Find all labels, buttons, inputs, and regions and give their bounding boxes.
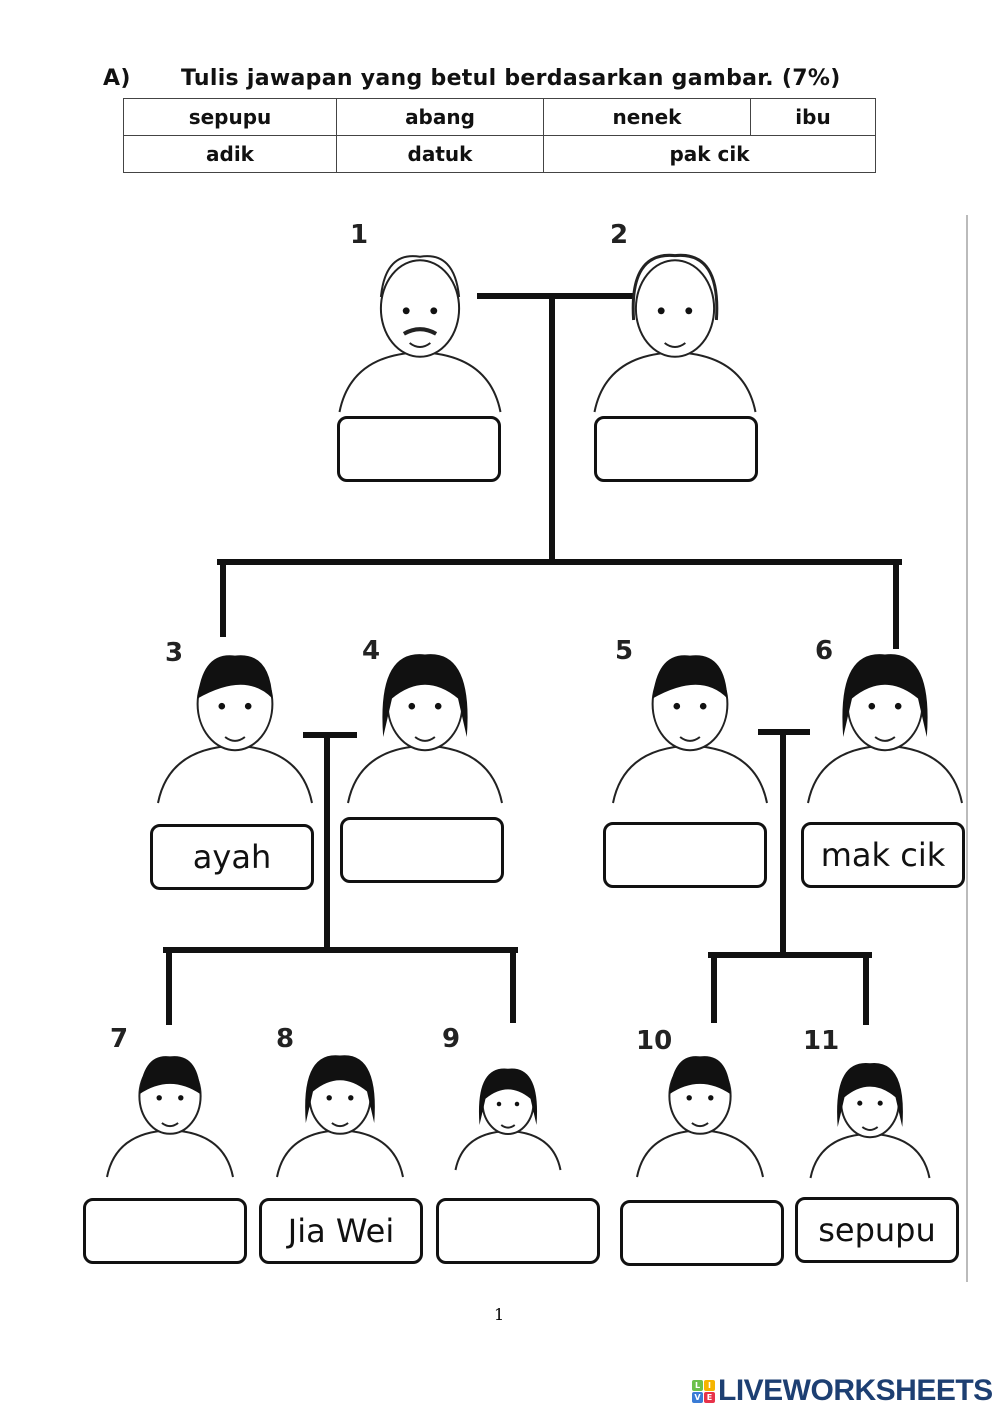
member-number: 6 bbox=[815, 636, 834, 666]
person-hair bbox=[382, 654, 468, 737]
person-shoulders bbox=[612, 744, 768, 804]
word-bank-cell: datuk bbox=[336, 135, 544, 173]
answer-box-9[interactable] bbox=[436, 1198, 600, 1264]
person-eye bbox=[408, 702, 416, 710]
person-eye bbox=[348, 1095, 354, 1101]
person-eye bbox=[434, 702, 442, 710]
word-bank-cell: adik bbox=[123, 135, 337, 173]
logo-tile: I bbox=[704, 1379, 715, 1391]
person-hair bbox=[837, 1063, 903, 1127]
answer-box-1[interactable] bbox=[337, 416, 501, 482]
logo-tiles-icon: L I V E bbox=[692, 1379, 715, 1403]
member-number: 4 bbox=[362, 636, 381, 666]
member-number: 11 bbox=[803, 1026, 840, 1056]
answer-box-8[interactable]: Jia Wei bbox=[259, 1198, 423, 1264]
member-number: 2 bbox=[610, 220, 629, 250]
person-mouth bbox=[664, 342, 686, 349]
member-number: 10 bbox=[636, 1026, 673, 1056]
answer-box-11[interactable]: sepupu bbox=[795, 1197, 959, 1263]
person-mouth bbox=[679, 736, 701, 742]
person-eye bbox=[430, 307, 438, 315]
person-eye bbox=[673, 702, 681, 710]
word-bank-cell: abang bbox=[336, 98, 544, 136]
person-mouth bbox=[414, 736, 436, 742]
person-eye bbox=[514, 1101, 520, 1107]
person-eye bbox=[699, 702, 707, 710]
word-bank-table: sepupu abang nenek ibu adik datuk pak ci… bbox=[123, 98, 876, 173]
person-hair bbox=[305, 1055, 375, 1123]
person-eye bbox=[657, 307, 665, 315]
word-bank-cell: pak cik bbox=[543, 135, 876, 173]
member-number: 9 bbox=[442, 1024, 461, 1054]
person-eye bbox=[686, 1095, 692, 1101]
person-eye bbox=[877, 1100, 883, 1106]
person-mouth bbox=[161, 1122, 179, 1128]
person-shoulders bbox=[347, 744, 503, 804]
answer-box-2[interactable] bbox=[594, 416, 758, 482]
member-number: 3 bbox=[165, 638, 184, 668]
instruction: A) Tulis jawapan yang betul berdasarkan g… bbox=[103, 66, 841, 91]
word-bank-row: adik datuk pak cik bbox=[123, 135, 876, 173]
person-hair bbox=[669, 1056, 731, 1095]
person-hair bbox=[631, 253, 719, 321]
answer-box-3[interactable]: ayah bbox=[150, 824, 314, 890]
person-head bbox=[634, 259, 716, 358]
answer-box-4[interactable] bbox=[340, 817, 504, 883]
brand-name: LIVEWORKSHEETS bbox=[718, 1374, 993, 1407]
person-eye bbox=[857, 1100, 863, 1106]
liveworksheets-logo[interactable]: L I V E LIVEWORKSHEETS bbox=[692, 1374, 993, 1408]
person-eye bbox=[708, 1095, 714, 1101]
member-number: 5 bbox=[615, 636, 634, 666]
person-shoulders bbox=[157, 744, 313, 804]
person-eye bbox=[178, 1095, 184, 1101]
word-bank-cell: nenek bbox=[543, 98, 751, 136]
person-mouth bbox=[224, 736, 246, 742]
person-hair bbox=[652, 655, 728, 699]
person-shoulders bbox=[276, 1129, 404, 1178]
member-number: 1 bbox=[350, 220, 369, 250]
person-mouth bbox=[861, 1126, 879, 1131]
person-shoulders bbox=[338, 351, 502, 413]
person-eye bbox=[244, 702, 252, 710]
person-mouth bbox=[500, 1124, 516, 1129]
answer-box-10[interactable] bbox=[620, 1200, 784, 1266]
person-shoulders bbox=[106, 1129, 234, 1178]
page-number: 1 bbox=[494, 1305, 505, 1324]
person-shoulders bbox=[593, 351, 757, 413]
member-number: 7 bbox=[110, 1024, 129, 1054]
person-hair bbox=[379, 255, 461, 298]
person-mouth bbox=[691, 1122, 709, 1128]
person-eye bbox=[868, 702, 876, 710]
person-mouth bbox=[331, 1122, 349, 1128]
person-eye bbox=[326, 1095, 332, 1101]
person-eye bbox=[218, 702, 226, 710]
person-hair bbox=[478, 1068, 538, 1125]
person-mouth bbox=[409, 342, 431, 349]
person-shoulders bbox=[807, 744, 963, 804]
person-eye bbox=[685, 307, 693, 315]
person-eye bbox=[402, 307, 410, 315]
answer-box-7[interactable] bbox=[83, 1198, 247, 1264]
instruction-text: Tulis jawapan yang betul berdasarkan gam… bbox=[181, 66, 841, 91]
person-shoulders bbox=[454, 1129, 562, 1171]
logo-tile: L bbox=[692, 1379, 703, 1391]
member-number: 8 bbox=[276, 1024, 295, 1054]
person-shoulders bbox=[636, 1129, 764, 1178]
logo-tile: E bbox=[704, 1391, 715, 1403]
person-shoulders bbox=[809, 1132, 931, 1179]
person-eye bbox=[156, 1095, 162, 1101]
person-head bbox=[379, 259, 461, 358]
person-hair bbox=[842, 654, 928, 737]
answer-box-6[interactable]: mak cik bbox=[801, 822, 965, 888]
person-eye bbox=[496, 1101, 502, 1107]
person-mouth bbox=[874, 736, 896, 742]
person-hair bbox=[139, 1056, 201, 1095]
person-moustache bbox=[402, 327, 438, 336]
answer-box-5[interactable] bbox=[603, 822, 767, 888]
person-eye bbox=[894, 702, 902, 710]
person-hair bbox=[197, 655, 273, 699]
logo-tile: V bbox=[692, 1391, 703, 1403]
section-label: A) bbox=[103, 66, 131, 91]
